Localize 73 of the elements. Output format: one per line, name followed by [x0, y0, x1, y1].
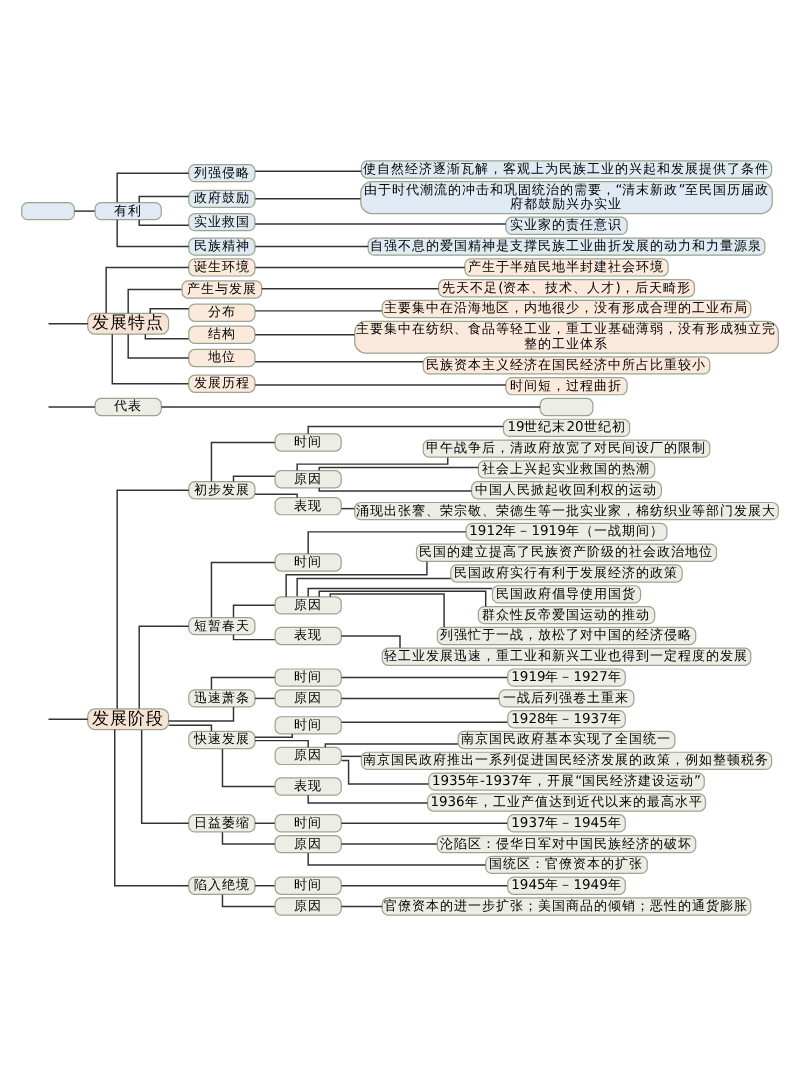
connector — [285, 559, 428, 597]
connector — [167, 705, 235, 721]
connector — [318, 465, 479, 471]
connector — [254, 222, 507, 224]
connector — [47, 405, 96, 407]
connector — [127, 332, 190, 358]
connector — [210, 675, 276, 690]
connector — [73, 209, 96, 211]
connector — [254, 244, 369, 247]
connector — [140, 728, 190, 823]
connector — [116, 217, 190, 247]
connector — [340, 821, 508, 823]
connector — [340, 720, 508, 722]
connector — [210, 440, 276, 482]
connector — [340, 754, 362, 757]
connector — [307, 851, 487, 865]
connector — [111, 332, 190, 384]
connector — [232, 474, 276, 482]
connector — [307, 793, 429, 803]
connector — [116, 171, 190, 203]
connector — [138, 624, 190, 709]
connector — [105, 265, 190, 313]
node-box — [539, 396, 594, 416]
connector — [318, 589, 487, 607]
connector — [254, 359, 424, 362]
connector — [340, 904, 383, 907]
connector — [254, 732, 293, 737]
connector — [221, 830, 276, 844]
connector — [340, 696, 500, 699]
connector — [318, 486, 473, 491]
connector — [261, 287, 440, 289]
connector — [324, 742, 459, 747]
connector — [254, 821, 276, 823]
connector — [160, 405, 541, 407]
connector — [144, 332, 190, 339]
connector — [296, 576, 452, 596]
connector — [47, 322, 89, 324]
connector — [307, 424, 505, 434]
connector — [340, 758, 430, 784]
connector — [254, 197, 362, 199]
connector — [254, 169, 363, 172]
node-box: 发展阶段 — [87, 707, 170, 730]
connector — [254, 309, 383, 311]
connector — [254, 884, 276, 886]
connector — [296, 455, 449, 471]
connector — [254, 738, 309, 747]
connector — [114, 727, 190, 886]
connector — [116, 488, 190, 709]
connector — [254, 696, 276, 699]
connector — [47, 717, 89, 719]
connector — [138, 194, 190, 203]
connector — [254, 265, 466, 268]
connector — [221, 892, 276, 907]
connector — [254, 492, 298, 498]
connector — [221, 747, 276, 787]
connector — [254, 333, 356, 335]
connector — [149, 307, 190, 313]
connector — [138, 218, 190, 225]
connector — [232, 603, 276, 617]
connector — [232, 633, 276, 640]
connector — [340, 634, 401, 648]
connector — [340, 842, 438, 844]
connector — [168, 723, 213, 732]
node-box — [21, 200, 75, 220]
connector — [307, 530, 467, 554]
connector — [127, 287, 183, 313]
connector — [329, 592, 445, 627]
connector — [340, 884, 508, 886]
connector — [307, 586, 493, 597]
node-box: 发展特点 — [87, 311, 170, 334]
connector — [210, 560, 276, 618]
connector — [254, 383, 507, 385]
connector — [340, 675, 508, 678]
